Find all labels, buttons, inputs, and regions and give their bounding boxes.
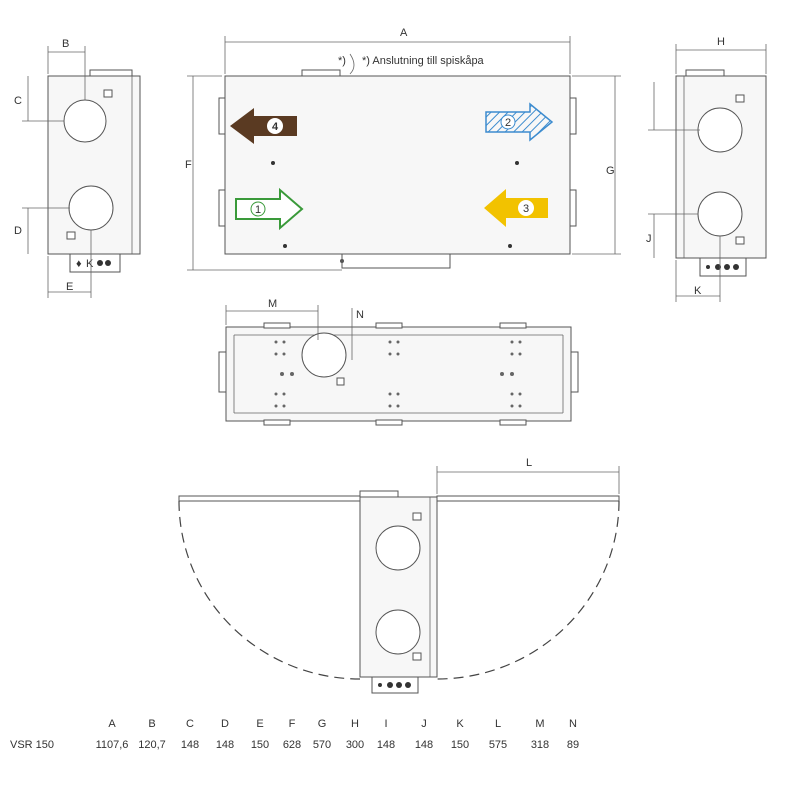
left-view-connector-arrow: ♦ <box>76 258 82 270</box>
dim-label-d: D <box>14 225 22 237</box>
left-view-port-lower <box>68 185 114 231</box>
table-value-m: 318 <box>531 739 549 751</box>
table-header-f: F <box>289 718 296 730</box>
left-door-swing-arc <box>178 500 361 680</box>
dim-label-j: J <box>646 233 652 245</box>
arrow-2-outdoor-air <box>485 102 554 142</box>
dim-label-m: M <box>268 298 277 310</box>
arrow-3-number: 3 <box>523 203 529 215</box>
note-marker: *) <box>338 55 346 67</box>
table-value-h: 300 <box>346 739 364 751</box>
arrow-4-number: 4 <box>272 121 279 133</box>
right-view-port-lower <box>697 191 743 237</box>
arrow-4-extract-air <box>230 108 297 144</box>
left-side-view: ♦ K B C D E <box>14 38 141 298</box>
table-header-d: D <box>221 718 229 730</box>
dim-label-h: H <box>717 36 725 48</box>
table-value-e: 150 <box>251 739 269 751</box>
table-value-j: 148 <box>415 739 433 751</box>
table-value-b: 120,7 <box>138 739 166 751</box>
table-header-b: B <box>148 718 155 730</box>
left-view-port-upper <box>63 99 107 143</box>
table-value-f: 628 <box>283 739 301 751</box>
table-value-g: 570 <box>313 739 331 751</box>
top-view-hood-port <box>301 332 347 378</box>
arrow-3-exhaust-air <box>484 189 548 227</box>
table-value-d: 148 <box>216 739 234 751</box>
right-side-view: H J K <box>646 36 767 302</box>
left-view-connector-label: K <box>86 258 94 270</box>
table-header-l: L <box>495 718 501 730</box>
front-view: 4 2 1 3 A F G *) *) Anslutning till spis… <box>185 27 621 271</box>
right-door-swing-arc <box>436 500 620 680</box>
dim-label-e: E <box>66 281 73 293</box>
table-header-i: I <box>384 718 387 730</box>
table-row-label: VSR 150 <box>10 739 54 751</box>
table-value-k: 150 <box>451 739 469 751</box>
table-header-n: N <box>569 718 577 730</box>
door-view-port-upper <box>375 525 421 571</box>
dim-label-l: L <box>526 457 532 469</box>
table-header-m: M <box>535 718 544 730</box>
table-header-g: G <box>318 718 327 730</box>
table-value-n: 89 <box>567 739 579 751</box>
dim-label-b: B <box>62 38 69 50</box>
table-header-c: C <box>186 718 194 730</box>
arrow-1-number: 1 <box>255 204 261 216</box>
note-hood-connection: *) Anslutning till spiskåpa <box>362 55 485 67</box>
dim-label-c: C <box>14 95 22 107</box>
right-view-connector-box <box>699 257 747 277</box>
door-view-port-lower <box>375 609 421 655</box>
table-header-k: K <box>456 718 464 730</box>
dimension-table: A B C D E F G H I J K L M N VSR 150 1107,6 120,7 148 148… <box>10 718 579 751</box>
arrow-1-supply-air <box>235 187 304 231</box>
table-header-a: A <box>108 718 116 730</box>
arrow-2-number: 2 <box>505 117 511 129</box>
door-view-connector-box <box>371 676 419 694</box>
door-swing-view: L <box>178 457 620 694</box>
table-value-a: 1107,6 <box>96 739 129 751</box>
table-header-j: J <box>421 718 427 730</box>
table-value-i: 148 <box>377 739 395 751</box>
table-header-h: H <box>351 718 359 730</box>
table-value-c: 148 <box>181 739 199 751</box>
dim-label-n: N <box>356 309 364 321</box>
table-value-l: 575 <box>489 739 507 751</box>
left-view-connector-box <box>69 253 121 273</box>
table-header-e: E <box>256 718 263 730</box>
dim-label-f: F <box>185 159 192 171</box>
dim-label-a: A <box>400 27 408 39</box>
dim-label-k: K <box>694 285 702 297</box>
dim-label-g: G <box>606 165 615 177</box>
right-view-port-upper <box>697 107 743 153</box>
top-view: M N <box>218 298 579 426</box>
